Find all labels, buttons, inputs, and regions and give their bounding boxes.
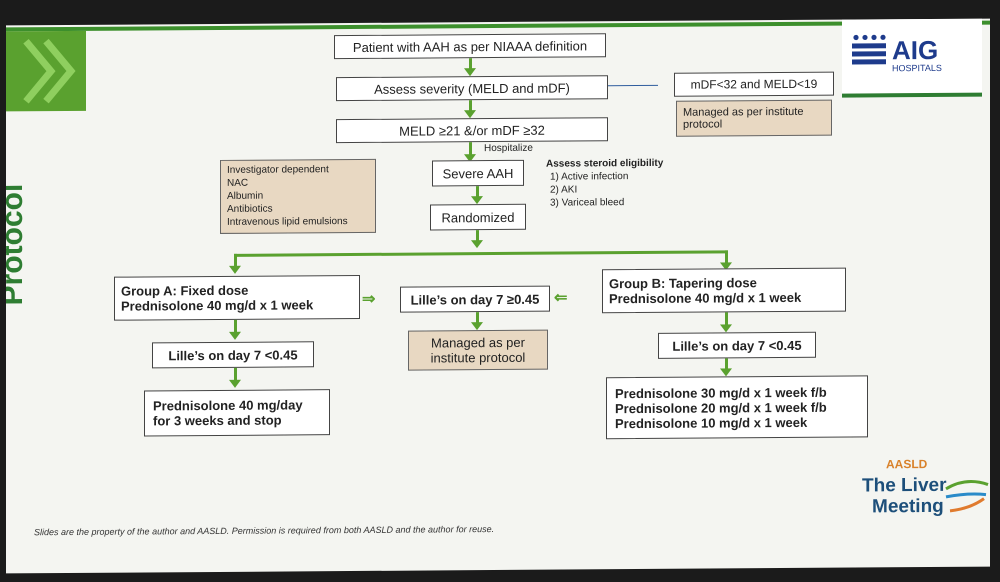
logo-underline — [842, 92, 982, 98]
down-arrow-icon — [471, 322, 483, 331]
group-b-node: Group B: Tapering dose Prednisolone 40 m… — [602, 267, 846, 314]
left-arrow-icon: ⇐ — [554, 289, 568, 307]
managed-top-node: Managed as per institute protocol — [676, 99, 832, 137]
down-arrow-icon — [229, 265, 241, 274]
investigator-line: Investigator dependent — [227, 164, 329, 176]
group-a-dose: Prednisolone 40 mg/d x 1 week — [121, 297, 314, 314]
lille-mid-node: Lille’s on day 7 ≥0.45 — [400, 285, 550, 313]
down-arrow-icon — [464, 110, 476, 119]
steroid-item: 3) Variceal bleed — [550, 197, 625, 209]
group-a-node: Group A: Fixed dose Prednisolone 40 mg/d… — [114, 274, 360, 321]
randomized-node: Randomized — [430, 203, 526, 231]
steroid-item: 2) AKI — [550, 184, 578, 196]
investigator-line: Albumin — [227, 190, 264, 202]
lille-b-node: Lille’s on day 7 <0.45 — [658, 331, 816, 359]
assess-node: Assess severity (MELD and mDF) — [336, 75, 608, 102]
group-b-dose: Prednisolone 40 mg/d x 1 week — [609, 289, 802, 307]
final-b-node: Prednisolone 30 mg/d x 1 week f/b Predni… — [606, 375, 868, 440]
group-a-title: Group A: Fixed dose — [121, 282, 249, 299]
right-arrow-icon: ⇒ — [362, 290, 376, 308]
aasld-label: AASLD — [886, 457, 928, 472]
steroid-box: Assess steroid eligibility 1) Active inf… — [546, 157, 663, 210]
managed-mid-node: Managed as per institute protocol — [408, 329, 548, 371]
chevron-logo-icon — [6, 30, 86, 112]
down-arrow-icon — [471, 240, 483, 249]
lille-a-node: Lille’s on day 7 <0.45 — [152, 341, 314, 369]
mild-node: mDF<32 and MELD<19 — [674, 71, 834, 97]
final-a-node: Prednisolone 40 mg/day for 3 weeks and s… — [144, 389, 330, 437]
side-title: Protocol — [6, 183, 29, 306]
steroid-item: 1) Active infection — [550, 171, 629, 183]
meld-node: MELD ≥21 &/or mDF ≥32 — [336, 117, 608, 144]
final-b-line: Prednisolone 20 mg/d x 1 week f/b — [615, 399, 827, 416]
final-b-line: Prednisolone 10 mg/d x 1 week — [615, 414, 808, 431]
aig-name: AIG — [892, 34, 939, 66]
slide: AIG HOSPITALS Protocol Patient with AAH … — [6, 18, 990, 574]
investigator-line: NAC — [227, 177, 249, 189]
down-arrow-icon — [464, 68, 476, 77]
split-line — [234, 250, 728, 257]
down-arrow-icon — [471, 196, 483, 205]
steroid-title: Assess steroid eligibility — [546, 157, 664, 170]
investigator-line: Intravenous lipid emulsions — [227, 216, 348, 228]
right-connector — [608, 84, 658, 87]
investigator-line: Antibiotics — [227, 203, 273, 215]
aig-logo: AIG HOSPITALS — [842, 18, 982, 98]
severe-node: Severe AAH — [432, 159, 524, 187]
meeting-swirl-icon — [945, 480, 989, 513]
down-arrow-icon — [720, 324, 732, 333]
hospitalize-label: Hospitalize — [484, 142, 533, 155]
meeting-line1: The Liver — [862, 474, 947, 497]
down-arrow-icon — [229, 331, 241, 340]
down-arrow-icon — [720, 368, 732, 377]
meeting-line2: Meeting — [872, 495, 944, 518]
down-arrow-icon — [229, 379, 241, 388]
investigator-box: Investigator dependent NAC Albumin Antib… — [220, 158, 376, 234]
group-b-title: Group B: Tapering dose — [609, 275, 757, 292]
patient-node: Patient with AAH as per NIAAA definition — [334, 33, 606, 60]
aig-emblem-icon — [852, 34, 886, 65]
aig-sub: HOSPITALS — [892, 62, 942, 74]
final-b-line: Prednisolone 30 mg/d x 1 week f/b — [615, 384, 827, 401]
footer-note: Slides are the property of the author an… — [34, 524, 495, 538]
